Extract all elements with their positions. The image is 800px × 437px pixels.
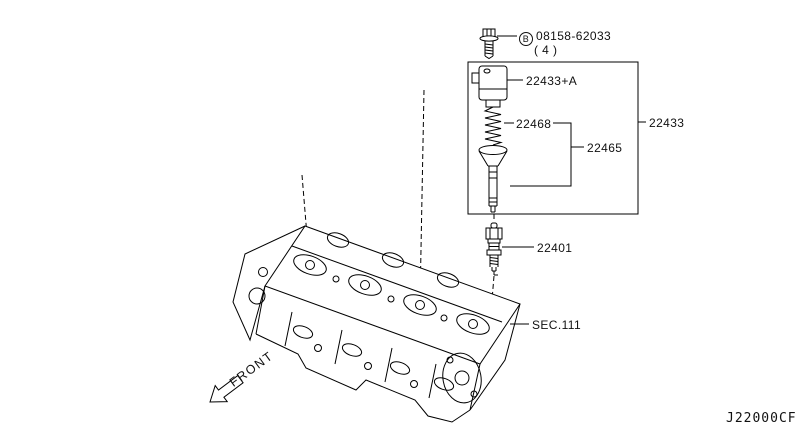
leader-lines	[497, 35, 646, 325]
bolt-drawing	[479, 28, 499, 60]
spring-callout[interactable]: 22468	[516, 117, 552, 131]
section-ref-label: SEC.111	[532, 318, 582, 332]
diagram-code: J22000CF	[726, 411, 797, 426]
boot-callout[interactable]: 22465	[587, 141, 623, 155]
plug-boot-drawing	[478, 145, 508, 213]
coil-assembly-box	[467, 61, 639, 215]
front-arrow	[209, 374, 244, 403]
ignition-coil-drawing	[471, 65, 508, 108]
coil-assembly-callout[interactable]: 22433	[649, 116, 685, 130]
spark-plug-drawing	[485, 222, 503, 276]
bolt-part-number: 08158-62033	[536, 29, 612, 43]
coil-spring-drawing	[483, 106, 503, 146]
spark-plug-callout[interactable]: 22401	[537, 241, 573, 255]
coil-cap-callout[interactable]: 22433+A	[526, 74, 578, 88]
plug-ports	[293, 254, 490, 335]
cylinder-head-drawing	[232, 225, 521, 423]
circled-b-icon: B	[519, 32, 533, 46]
bolt-quantity: ( 4 )	[534, 43, 558, 57]
